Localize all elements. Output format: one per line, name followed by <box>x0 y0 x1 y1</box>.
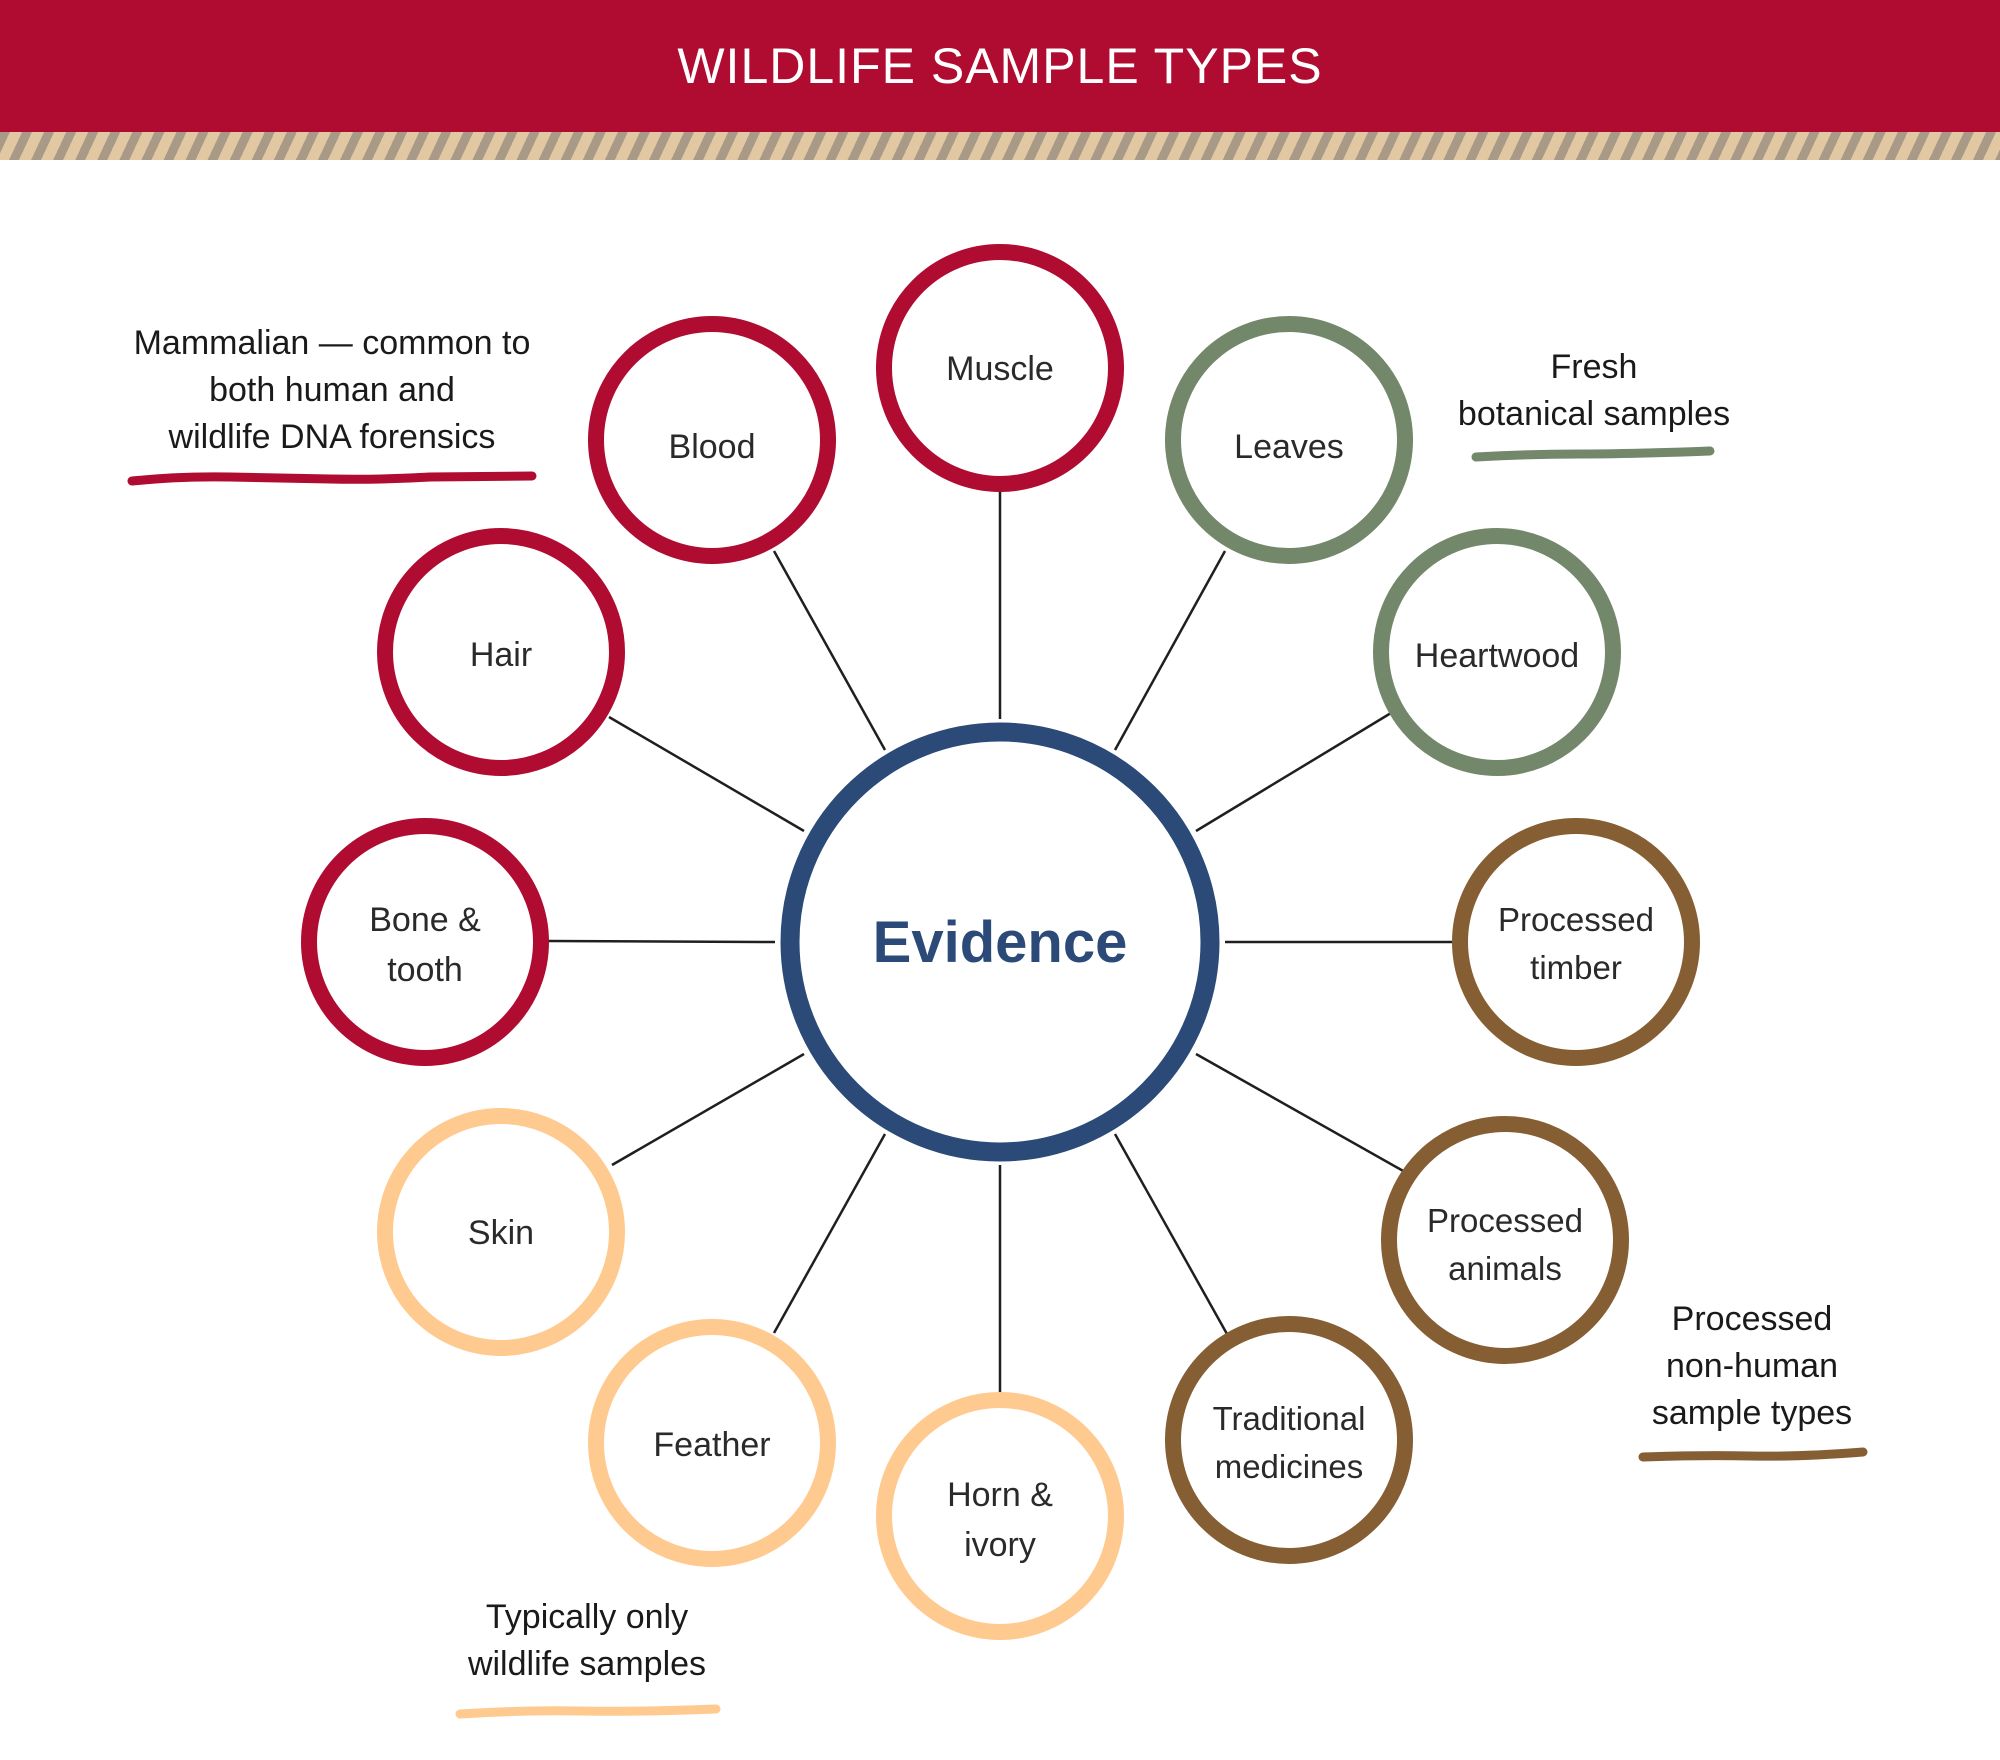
note-wildlife-underline <box>455 1704 721 1719</box>
node-label-hair: Hair <box>470 636 532 674</box>
node-label-muscle: Muscle <box>946 350 1054 388</box>
node-label-bone-tooth: Bone &tooth <box>369 901 481 989</box>
node-circle-horn-ivory <box>876 1392 1124 1640</box>
decorative-stripe <box>0 132 2000 160</box>
connector-feather <box>772 1133 887 1334</box>
note-mammalian-underline <box>127 471 537 486</box>
connector-processed-animals <box>1195 1052 1406 1174</box>
node-label-blood: Blood <box>669 428 756 466</box>
node-circle-traditional-medicines <box>1165 1316 1413 1564</box>
connector-hair <box>608 715 805 833</box>
node-circle-heartwood <box>1373 528 1621 776</box>
node-blood: Blood <box>588 316 836 564</box>
connector-blood <box>772 550 887 751</box>
node-circle-bone-tooth <box>301 818 549 1066</box>
node-label-feather: Feather <box>653 1426 770 1464</box>
center-node: Evidence <box>780 722 1220 1162</box>
note-botanical-underline <box>1471 446 1715 462</box>
node-circle-blood <box>588 316 836 564</box>
node-label-horn-ivory: Horn &ivory <box>947 1476 1053 1564</box>
node-label-leaves: Leaves <box>1234 428 1344 466</box>
node-heartwood: Heartwood <box>1373 528 1621 776</box>
node-circle-feather <box>588 1319 836 1567</box>
title-banner <box>0 0 2000 132</box>
node-leaves: Leaves <box>1165 316 1413 564</box>
node-muscle: Muscle <box>876 244 1124 492</box>
center-circle <box>780 722 1220 1162</box>
connector-traditional-medicines <box>1113 1133 1229 1335</box>
connector-leaves <box>1113 550 1227 751</box>
node-circle-hair <box>377 528 625 776</box>
connector-skin <box>611 1052 805 1167</box>
node-circle-skin <box>377 1108 625 1356</box>
node-label-heartwood: Heartwood <box>1415 637 1579 675</box>
node-hair: Hair <box>377 528 625 776</box>
node-feather: Feather <box>588 1319 836 1567</box>
connector-heartwood <box>1195 711 1392 833</box>
note-processed-underline <box>1638 1447 1868 1462</box>
node-skin: Skin <box>377 1108 625 1356</box>
node-circle-muscle <box>876 244 1124 492</box>
node-label-skin: Skin <box>468 1214 534 1252</box>
page-title: WILDLIFE SAMPLE TYPES <box>677 38 1323 94</box>
node-circle-processed-animals <box>1381 1116 1629 1364</box>
node-bone-tooth: Bone &tooth <box>301 818 549 1066</box>
node-circle-processed-timber <box>1452 818 1700 1066</box>
connectors <box>547 490 1455 1393</box>
connector-bone-tooth <box>547 939 776 944</box>
center-label: Evidence <box>873 910 1128 975</box>
node-circle-leaves <box>1165 316 1413 564</box>
node-horn-ivory: Horn &ivory <box>876 1392 1124 1640</box>
